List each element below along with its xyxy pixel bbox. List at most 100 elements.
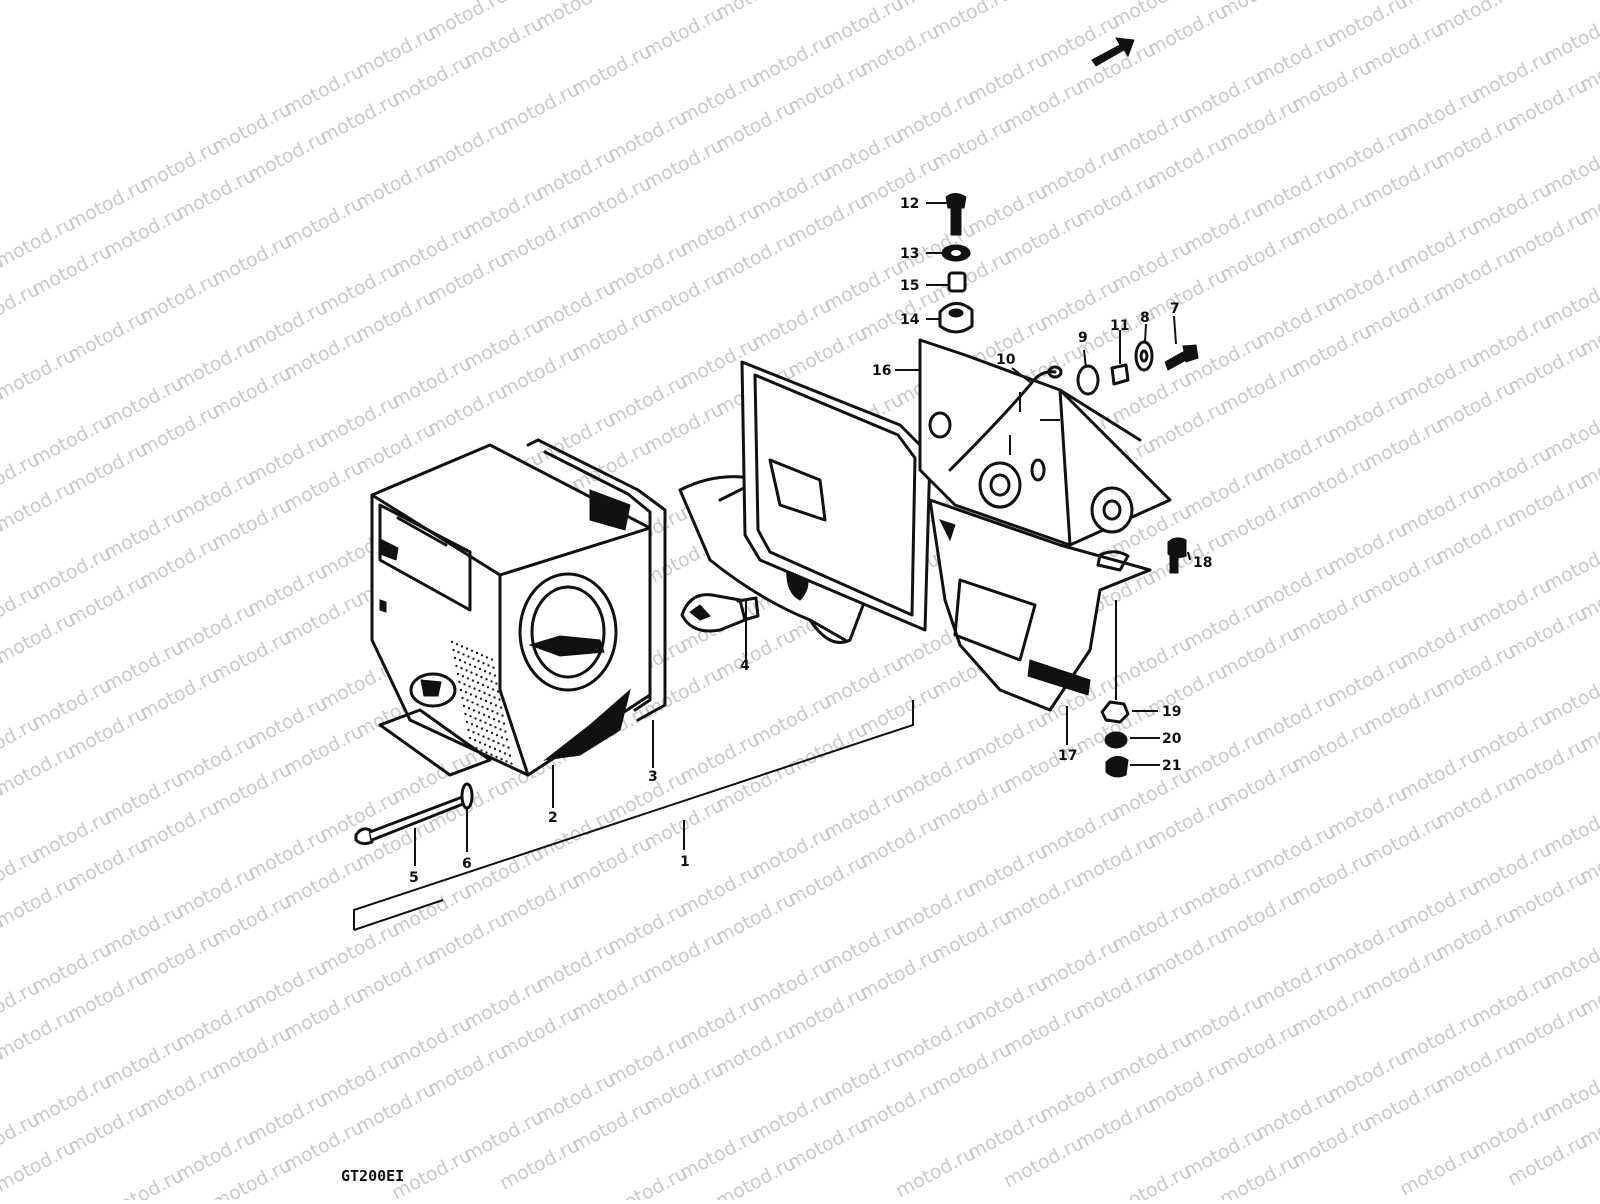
grille-dot bbox=[480, 675, 483, 679]
grille-dot bbox=[468, 736, 472, 740]
callout-6: 6 bbox=[462, 856, 472, 872]
grille-dot bbox=[507, 746, 510, 749]
grille-dot bbox=[504, 730, 507, 733]
collar-15 bbox=[947, 271, 967, 293]
callout-11: 11 bbox=[1110, 318, 1129, 334]
grille-dot bbox=[482, 735, 485, 738]
grille-dot bbox=[467, 655, 470, 658]
grille-dot bbox=[489, 723, 492, 727]
bulb bbox=[680, 593, 760, 633]
grille-dot bbox=[495, 755, 498, 759]
grille-dot bbox=[499, 728, 502, 731]
grille-dot bbox=[491, 710, 494, 713]
grommet-14 bbox=[938, 302, 974, 334]
callout-15: 15 bbox=[900, 278, 919, 294]
callout-20: 20 bbox=[1162, 731, 1182, 747]
grille-dot bbox=[498, 698, 501, 701]
watermark-text: motod.ru bbox=[1540, 668, 1600, 728]
callout-17: 17 bbox=[1058, 748, 1077, 764]
grille-dot bbox=[508, 754, 512, 757]
grille-dot bbox=[477, 711, 481, 714]
license-lamp-frame bbox=[740, 360, 932, 632]
grille-dot bbox=[456, 672, 460, 676]
grille-dot bbox=[459, 688, 463, 692]
grille-dot bbox=[497, 742, 500, 745]
washer-6 bbox=[460, 782, 474, 810]
grille-dot bbox=[477, 733, 480, 736]
watermark-text: motod.ru bbox=[1540, 8, 1600, 68]
callout-4: 4 bbox=[740, 658, 750, 674]
grille-dot bbox=[497, 720, 501, 723]
grille-dot bbox=[490, 753, 493, 756]
lamp-lens-grille bbox=[450, 640, 513, 765]
watermark-text: motod.ru bbox=[1432, 0, 1519, 40]
grille-dot bbox=[475, 725, 479, 728]
watermark-text: motod.ru bbox=[1540, 140, 1600, 200]
grille-dot bbox=[498, 750, 502, 753]
grille-dot bbox=[467, 707, 471, 710]
grille-dot bbox=[462, 704, 466, 708]
grille-dot bbox=[489, 702, 493, 705]
grille-dot bbox=[465, 720, 469, 724]
grille-dot bbox=[465, 669, 468, 672]
callout-2: 2 bbox=[548, 810, 558, 826]
grille-dot bbox=[476, 681, 480, 684]
watermark-text: motod.ru bbox=[532, 0, 619, 34]
grille-dot bbox=[502, 744, 505, 747]
grille-dot bbox=[473, 687, 476, 690]
grille-dot bbox=[492, 666, 495, 669]
grille-dot bbox=[493, 696, 496, 699]
grille-dot bbox=[496, 690, 500, 693]
grille-dot bbox=[464, 691, 468, 694]
grille-dot bbox=[487, 715, 491, 719]
callout-19: 19 bbox=[1162, 704, 1181, 720]
watermark-text: motod.ru bbox=[1540, 1064, 1600, 1124]
watermark-text: motod.ru bbox=[1540, 404, 1600, 464]
grille-dot bbox=[477, 659, 480, 663]
grille-dot bbox=[510, 762, 513, 765]
grille-dot bbox=[487, 737, 490, 740]
grille-dot bbox=[461, 675, 465, 678]
grille-dot bbox=[469, 715, 472, 718]
grille-dot bbox=[480, 654, 484, 657]
watermark-text: motod.ru bbox=[1000, 0, 1087, 4]
grille-dot bbox=[499, 706, 503, 709]
grille-dot bbox=[486, 707, 489, 711]
grille-dot bbox=[485, 678, 488, 681]
washer-8 bbox=[1134, 340, 1154, 372]
watermark-text: motod.ru bbox=[1540, 272, 1600, 332]
washer-13 bbox=[941, 244, 971, 262]
grille-dot bbox=[480, 749, 483, 752]
grille-dot bbox=[467, 728, 470, 732]
grille-dot bbox=[500, 736, 504, 739]
watermark-text: motod.ru bbox=[1216, 0, 1303, 22]
callout-10: 10 bbox=[996, 352, 1016, 368]
grille-dot bbox=[492, 739, 495, 743]
callout-8: 8 bbox=[1140, 310, 1150, 326]
grille-dot bbox=[488, 694, 491, 697]
watermark-text: motod.ru bbox=[1540, 536, 1600, 596]
grille-dot bbox=[469, 693, 473, 696]
grille-dot bbox=[495, 682, 498, 685]
grille-dot bbox=[488, 672, 492, 675]
watermark-text: motod.ru bbox=[712, 0, 799, 24]
grille-dot bbox=[450, 640, 454, 644]
grille-dot bbox=[495, 734, 499, 737]
watermark-text: motod.ru bbox=[1540, 932, 1600, 992]
grille-dot bbox=[474, 717, 477, 720]
callout-3: 3 bbox=[648, 769, 658, 785]
grille-dot bbox=[464, 712, 467, 716]
grille-dot bbox=[452, 648, 455, 652]
lamp-housing bbox=[370, 443, 652, 777]
grille-dot bbox=[475, 673, 478, 676]
grille-dot bbox=[494, 704, 498, 707]
grille-dot bbox=[457, 651, 460, 654]
watermark-text: motod.ru bbox=[928, 0, 1015, 42]
grille-dot bbox=[482, 662, 485, 665]
callout-5: 5 bbox=[409, 870, 419, 886]
grille-dot bbox=[455, 664, 458, 668]
grille-dot bbox=[482, 713, 486, 716]
bolt-12 bbox=[945, 193, 967, 236]
